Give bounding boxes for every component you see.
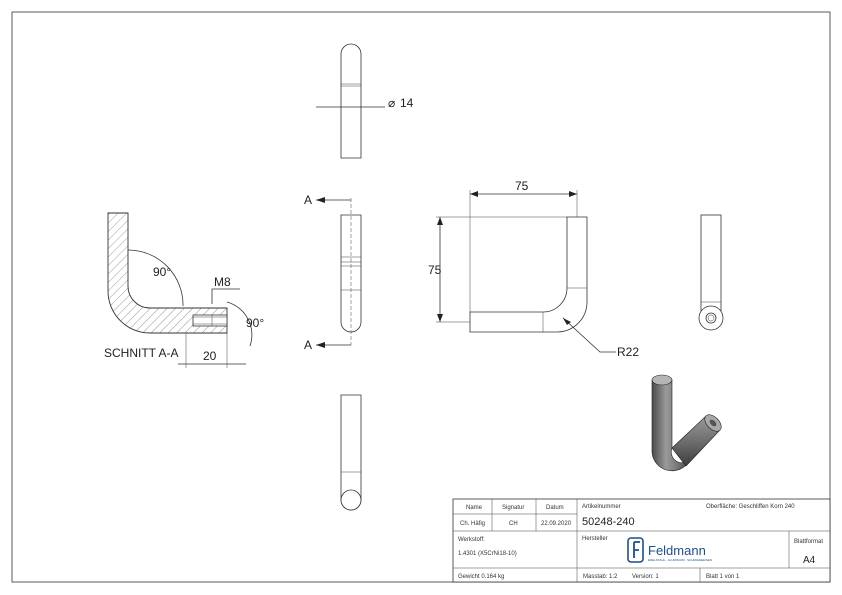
section-marker-top: A (304, 193, 312, 207)
width-label: 75 (515, 179, 529, 193)
angle-label-top: 90° (153, 265, 171, 279)
header-datum: Datum (546, 505, 564, 511)
artikel-value: 50248-240 (582, 516, 635, 528)
value-datum: 22.09.2020 (541, 521, 572, 527)
angle-arc-side (226, 301, 253, 347)
value-signatur: CH (509, 521, 518, 527)
thread-label: M8 (214, 275, 231, 289)
feldmann-logo: Feldmann EDELSTAHL · ALUMINIUM · SCHMIED… (627, 537, 712, 563)
isometric-3d-view (651, 374, 722, 472)
angle-arc-top (127, 249, 184, 307)
header-signatur: Signatur (502, 505, 524, 511)
top-view-rod (340, 43, 362, 159)
radius-leader (562, 317, 616, 353)
front-view: 75 75 R22 (428, 179, 639, 359)
werkstoff-value: 1.4301 (X5CrNi18-10) (458, 551, 517, 557)
side-view-rod (340, 214, 362, 333)
brand-name: Feldmann (648, 543, 706, 558)
blattformat-label: Blattformat (794, 539, 823, 545)
sheet-border (11, 11, 831, 583)
right-view (698, 214, 724, 331)
tapped-hole (192, 314, 228, 327)
end-face-outer (698, 305, 724, 331)
artikel-label: Artikelnummer (582, 504, 621, 510)
diameter-label: 14 (400, 96, 414, 110)
blattformat-value: A4 (803, 555, 816, 566)
side-view: A A (304, 193, 362, 352)
blatt: Blatt 1 von 1 (706, 574, 740, 580)
value-name: Ch. Häfig (460, 521, 485, 527)
depth-label: 20 (203, 349, 217, 363)
hersteller-label: Hersteller (582, 536, 608, 542)
gewicht: Gewicht 0.164 kg (458, 574, 504, 580)
werkstoff-label: Werkstoff: (458, 537, 485, 543)
radius-label: R22 (617, 345, 639, 359)
brand-tagline: EDELSTAHL · ALUMINIUM · SCHMIEDEEISEN (648, 558, 712, 562)
height-label: 75 (428, 263, 442, 277)
title-block: Name Signatur Datum Ch. Häfig CH 22.09.2… (452, 498, 831, 583)
end-face-hole (705, 312, 717, 324)
bottom-end-face (340, 489, 362, 511)
thread-leader (211, 288, 240, 304)
iso-rod-top (651, 374, 673, 386)
section-label: SCHNITT A-A (104, 346, 178, 360)
massstab: Masstab: 1:2 (583, 574, 618, 580)
oberflaeche: Oberfläche: Geschliffen Korn 240 (706, 504, 795, 510)
angle-label-side: 90° (246, 316, 264, 330)
diameter-symbol: ⌀ (388, 96, 395, 110)
section-marker-bottom: A (304, 338, 312, 352)
bottom-view (340, 394, 362, 511)
right-view-rod (700, 214, 722, 316)
section-view: 90° M8 90° 20 SCHNITT A-A (104, 212, 264, 368)
version: Version: 1 (632, 574, 659, 580)
header-name: Name (466, 505, 483, 511)
top-view: ⌀ 14 (316, 43, 414, 159)
front-view-profile (469, 216, 588, 333)
